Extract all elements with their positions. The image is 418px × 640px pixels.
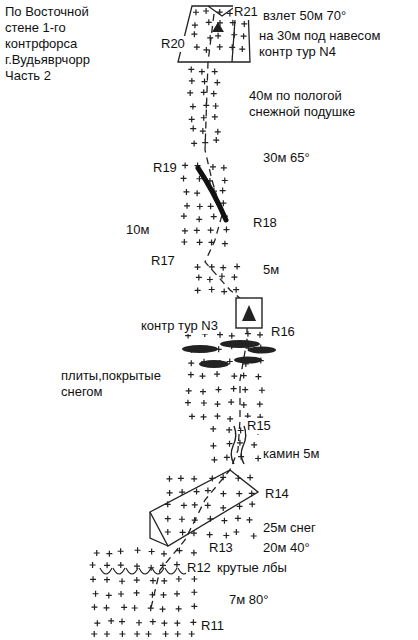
belay-number: R20: [160, 36, 186, 52]
snow-slabs: [182, 340, 276, 368]
route-line: [150, 14, 247, 612]
belay-number: R17: [150, 253, 176, 269]
route-note: камин 5м: [262, 446, 320, 462]
route-note: взлет 50м 70°: [262, 8, 347, 24]
belay-number: R19: [152, 160, 178, 176]
route-note: крутые лбы: [216, 560, 288, 576]
belay-number: R14: [264, 486, 290, 502]
belay-number: R15: [246, 418, 272, 434]
route-note: 25м снег: [262, 520, 317, 536]
steep-ledges: [100, 568, 190, 574]
route-note: 10м: [125, 222, 150, 238]
route-note: 5м: [262, 262, 280, 278]
route-note: 40м по пологой снежной подушке: [248, 88, 372, 120]
belay-number: R11: [200, 618, 225, 634]
snowfield: [150, 470, 258, 546]
route-note: 20м 40°: [262, 540, 311, 556]
cairn-symbol: [242, 305, 256, 321]
route-note: контр тур N3: [140, 318, 219, 334]
belay-number: R21: [233, 4, 259, 20]
cairn-symbol: [212, 22, 224, 32]
chimney: [231, 426, 246, 464]
route-note: на 30м под навесом контр тур N4: [258, 28, 395, 60]
route-title: По Восточной стене 1-го контрфорса г.Вуд…: [5, 4, 97, 84]
route-note: плиты,покрытые снегом: [60, 368, 172, 400]
route-note: 7м 80°: [228, 592, 269, 608]
belay-number: R12: [186, 560, 212, 576]
belay-number: R16: [270, 324, 296, 340]
belay-number: R18: [252, 215, 278, 231]
rock-texture: [90, 8, 265, 637]
route-note: 30м 65°: [262, 150, 311, 166]
belay-number: R13: [208, 540, 234, 556]
crack-line: [198, 168, 226, 220]
control-box: [236, 298, 262, 328]
